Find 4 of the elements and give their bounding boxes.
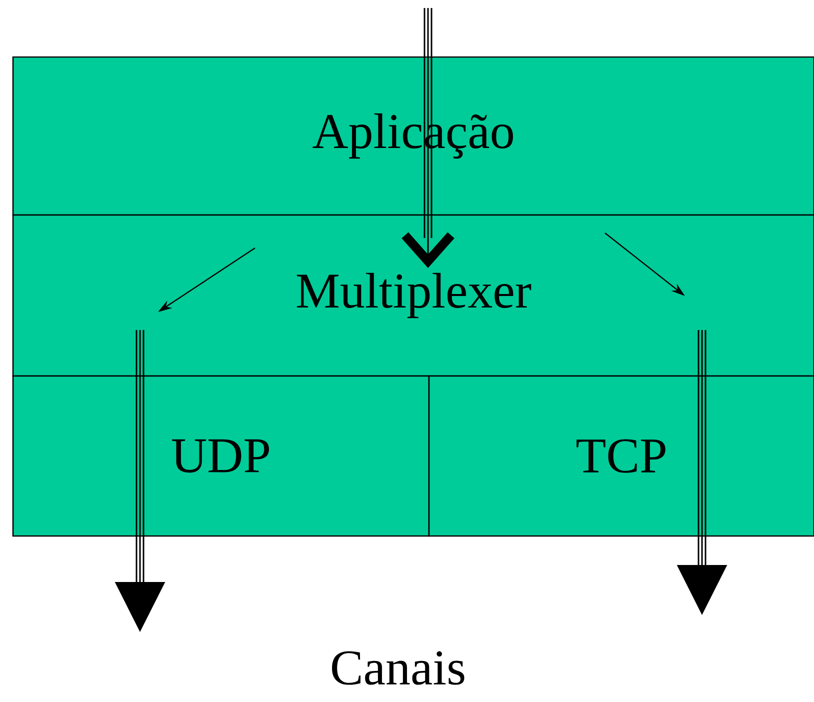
layer-box: UDP xyxy=(12,375,430,537)
layer-box: TCP xyxy=(428,375,814,537)
caption-text: Canais xyxy=(332,651,464,685)
arrow xyxy=(402,8,454,268)
